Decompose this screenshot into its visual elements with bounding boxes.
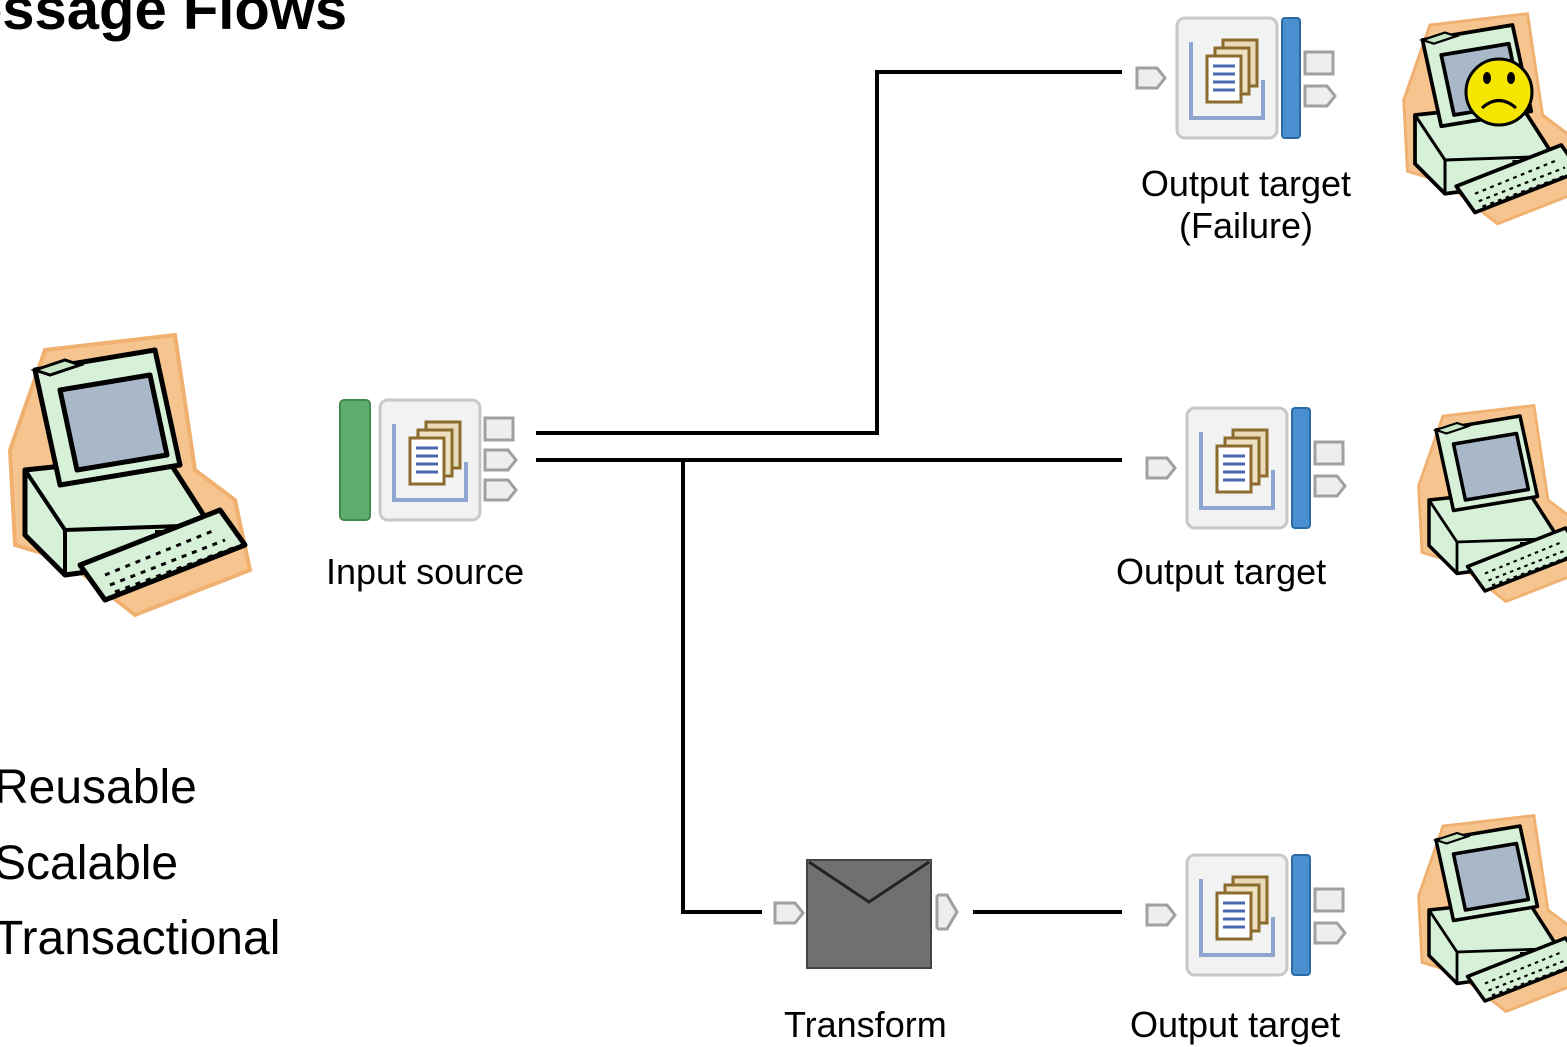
- label-transform: Transform: [784, 1004, 947, 1045]
- output-node-bottom-icon[interactable]: [1147, 855, 1345, 975]
- label-output-failure-line2: (Failure): [1178, 205, 1313, 246]
- transform-node[interactable]: [773, 859, 959, 969]
- label-output-failure: Output target (Failure): [1130, 163, 1362, 247]
- label-output-middle: Output target: [1116, 551, 1327, 592]
- output-node-middle-icon[interactable]: [1147, 408, 1345, 528]
- computer-icon: [10, 335, 250, 615]
- label-input-source: Input source: [326, 551, 525, 592]
- envelope-icon: [806, 859, 932, 969]
- connector-failure: [536, 70, 1122, 435]
- connections: [536, 70, 1122, 914]
- input-node-icon[interactable]: [340, 400, 516, 520]
- computer-icon: [1416, 403, 1567, 604]
- bullet-item: Reusable: [0, 761, 197, 814]
- bullet-item: Transactional: [0, 912, 281, 965]
- sad-face-icon: [1464, 57, 1534, 127]
- label-output-failure-line1: Output target: [1140, 163, 1352, 204]
- label-output-bottom: Output target: [1130, 1004, 1341, 1045]
- page-title: essage Flows: [0, 0, 348, 42]
- bullet-item: Scalable: [0, 837, 179, 890]
- computer-icon: [1416, 813, 1567, 1014]
- output-node-failure-icon[interactable]: [1137, 18, 1335, 138]
- connector-transform: [681, 460, 762, 914]
